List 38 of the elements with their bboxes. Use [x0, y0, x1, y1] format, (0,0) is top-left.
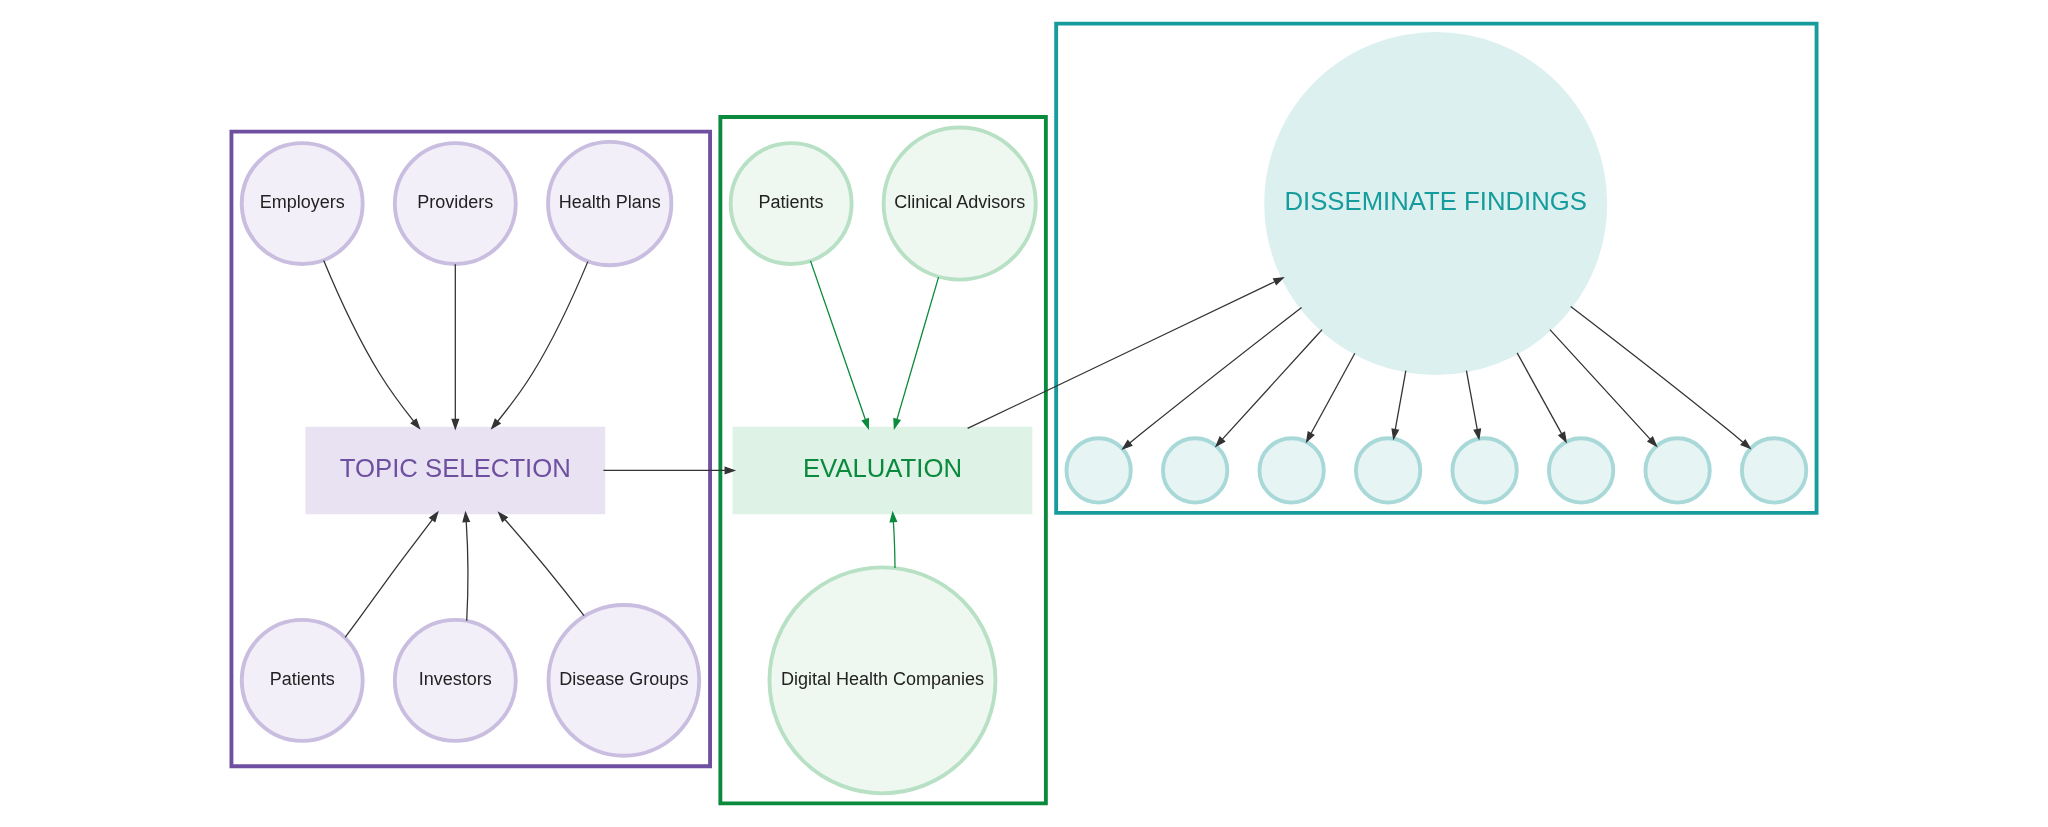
node-circle [1547, 436, 1616, 505]
arrow [893, 276, 940, 431]
node-circle: Patients [728, 141, 854, 266]
cluster [229, 129, 712, 769]
arrow [1305, 352, 1356, 444]
node-circle: Providers [392, 141, 518, 266]
node-circle [1354, 436, 1423, 505]
arrow [451, 263, 460, 431]
cluster [718, 115, 1048, 806]
arrow [497, 511, 585, 617]
arrow [344, 510, 439, 638]
arrow [462, 510, 471, 622]
arrow [966, 276, 1285, 430]
node-circle: Investors [392, 617, 518, 743]
node-circle: Clinical Advisors [881, 125, 1038, 282]
node-circle [1450, 436, 1519, 505]
arrow [1214, 329, 1323, 448]
arrow [490, 261, 589, 430]
cluster [1054, 21, 1819, 515]
node-circle: Health Plans [546, 140, 674, 268]
arrow [1570, 305, 1752, 450]
node-circle [1257, 436, 1326, 505]
arrow [1465, 370, 1482, 441]
node-circle: Disease Groups [546, 603, 702, 758]
node-circle: DISSEMINATE FINDINGS [1264, 32, 1608, 376]
arrow [602, 466, 737, 475]
arrow [1549, 329, 1658, 448]
node-circle: Digital Health Companies [767, 565, 998, 796]
node-box: EVALUATION [732, 426, 1033, 515]
arrow [1391, 370, 1407, 441]
arrow [809, 260, 870, 431]
arrow [323, 259, 421, 430]
node-box: TOPIC SELECTION [305, 426, 606, 515]
node-circle: Patients [239, 617, 365, 743]
arrow [1121, 306, 1303, 450]
arrow [889, 510, 898, 569]
arrow [1516, 352, 1567, 444]
node-circle: Employers [239, 141, 365, 266]
